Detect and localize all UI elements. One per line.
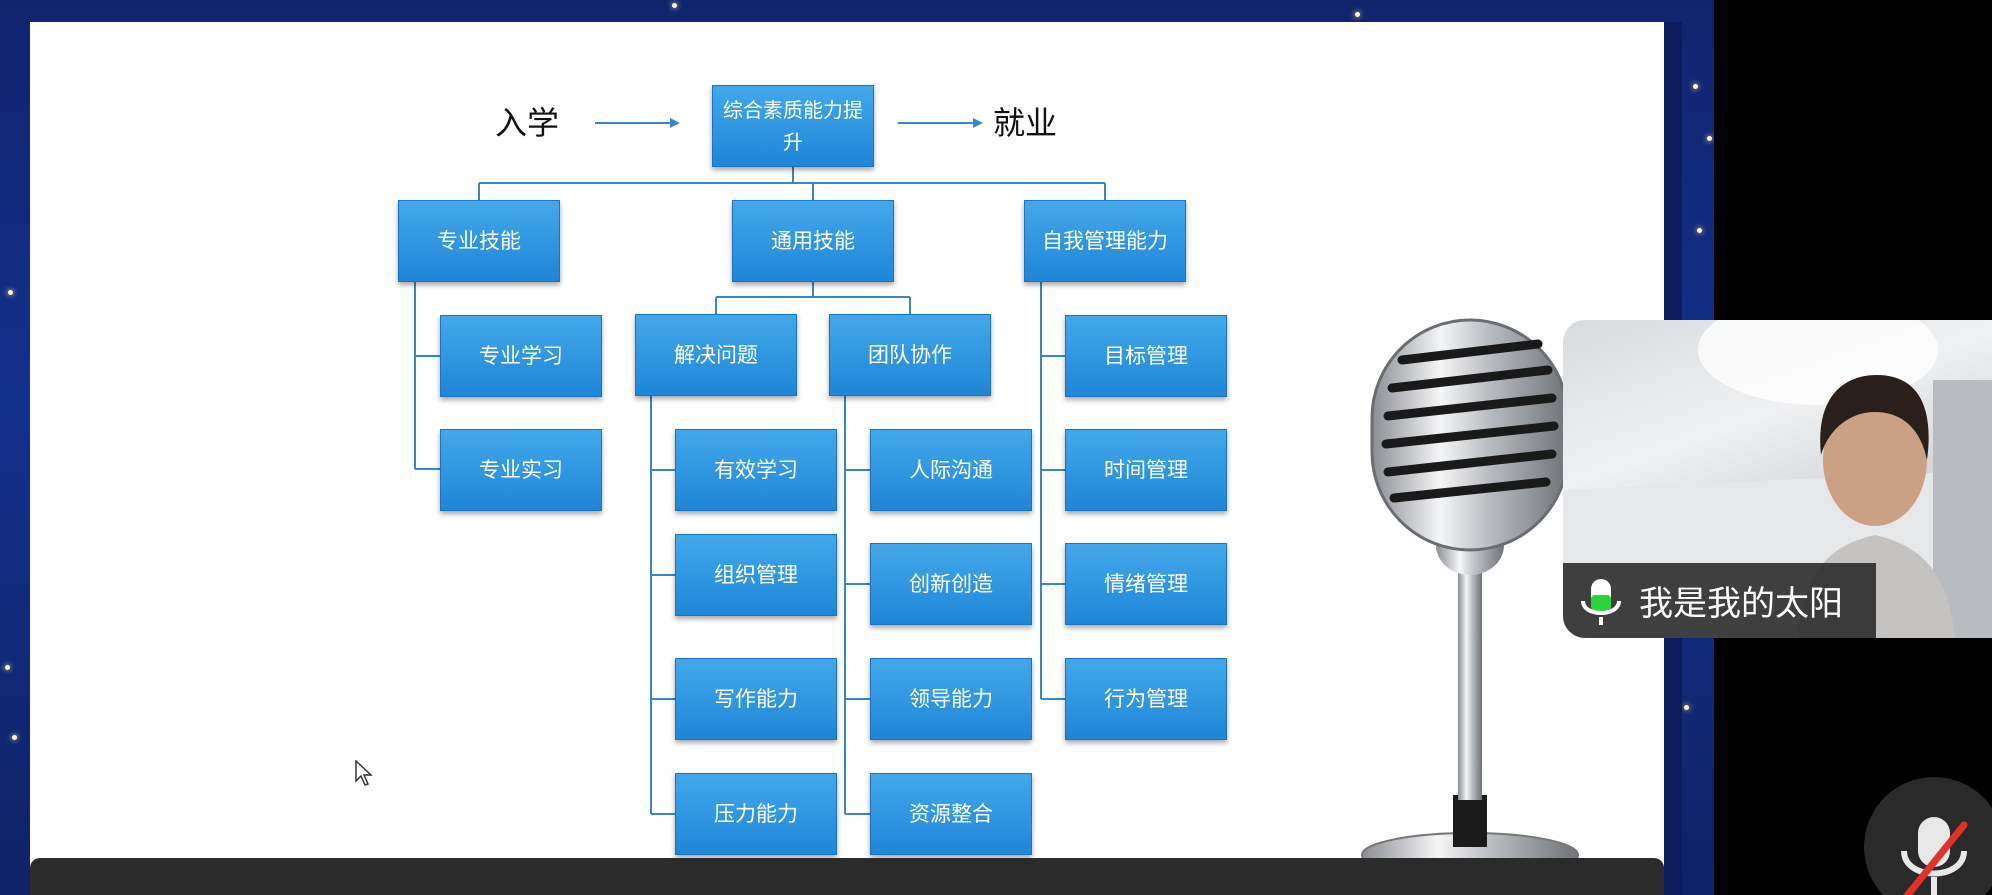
- category-node-self-management: 自我管理能力: [1024, 200, 1186, 282]
- flow-end-label: 就业: [993, 104, 1058, 142]
- slide-bottom-bar: [30, 858, 1664, 895]
- mic-muted-icon: [1901, 817, 1968, 895]
- star-decoration: [5, 665, 10, 670]
- chart-root-node: 综合素质能力提升: [712, 85, 874, 167]
- mouse-cursor-icon: [355, 760, 373, 786]
- group-node-problem-solving: 解决问题: [635, 314, 797, 396]
- chart-node: 压力能力: [675, 773, 837, 855]
- category-node-professional: 专业技能: [398, 200, 560, 282]
- chart-node: 情绪管理: [1065, 543, 1227, 625]
- star-decoration: [8, 290, 13, 295]
- microphone-icon: [1361, 318, 1579, 878]
- group-node-teamwork: 团队协作: [829, 314, 991, 396]
- star-decoration: [1693, 84, 1698, 89]
- star-decoration: [1697, 228, 1702, 233]
- chart-node: 组织管理: [675, 534, 837, 616]
- chart-node: 领导能力: [870, 658, 1032, 740]
- star-decoration: [672, 3, 677, 8]
- category-node-general: 通用技能: [732, 200, 894, 282]
- chart-node: 人际沟通: [870, 429, 1032, 511]
- chart-node: 专业实习: [440, 429, 602, 511]
- participant-name: 我是我的太阳: [1639, 584, 1843, 624]
- chart-node: 有效学习: [675, 429, 837, 511]
- star-decoration: [1707, 136, 1712, 141]
- participant-video-tile[interactable]: 我是我的太阳: [1563, 320, 1992, 638]
- star-decoration: [1684, 705, 1689, 710]
- chart-node: 目标管理: [1065, 315, 1227, 397]
- chart-node: 资源整合: [870, 773, 1032, 855]
- chart-node: 行为管理: [1065, 658, 1227, 740]
- chart-node: 创新创造: [870, 543, 1032, 625]
- chart-node: 写作能力: [675, 658, 837, 740]
- star-decoration: [1355, 12, 1360, 17]
- participant-name-bar: 我是我的太阳: [1563, 563, 1876, 638]
- mic-active-icon: [1581, 578, 1621, 625]
- star-decoration: [12, 735, 17, 740]
- chart-node: 专业学习: [440, 315, 602, 397]
- flow-start-label: 入学: [495, 104, 560, 142]
- mute-toggle-button[interactable]: [1864, 777, 1992, 895]
- chart-node: 时间管理: [1065, 429, 1227, 511]
